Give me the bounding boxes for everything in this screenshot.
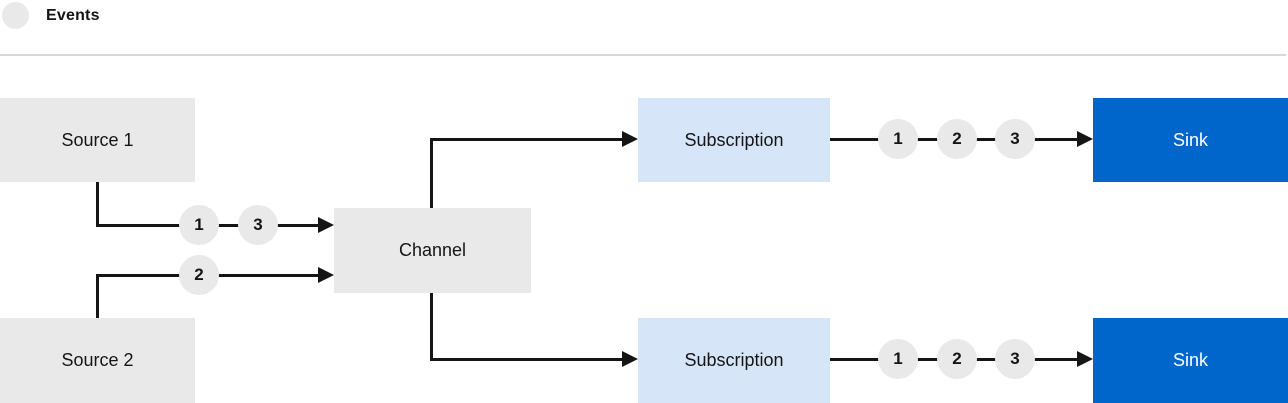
event-circle: 1	[179, 205, 219, 245]
arrowhead-source1-channel	[318, 217, 334, 233]
event-circle: 2	[937, 119, 977, 159]
connector-channel-subscription-bottom-hline	[430, 358, 622, 361]
node-sink-top: Sink	[1093, 98, 1288, 182]
arrowhead-channel-subscription-bottom	[622, 351, 638, 367]
node-source-2: Source 2	[0, 318, 195, 403]
node-channel: Channel	[334, 208, 531, 293]
event-legend-icon	[2, 2, 29, 29]
event-circle: 3	[238, 205, 278, 245]
node-sink-bottom: Sink	[1093, 318, 1288, 403]
event-circle: 1	[878, 119, 918, 159]
arrowhead-channel-subscription-top	[622, 131, 638, 147]
connector-channel-down-vline	[430, 293, 433, 360]
connector-channel-up-vline	[430, 138, 433, 208]
arrowhead-source2-channel	[318, 267, 334, 283]
event-circle: 2	[179, 255, 219, 295]
event-circle: 3	[995, 339, 1035, 379]
legend-label: Events	[46, 6, 100, 24]
node-subscription-bottom: Subscription	[638, 318, 830, 403]
legend: Events	[2, 2, 100, 29]
node-subscription-top: Subscription	[638, 98, 830, 182]
node-source-1: Source 1	[0, 98, 195, 182]
event-circle: 1	[878, 339, 918, 379]
connector-source1-vline	[96, 182, 99, 227]
arrowhead-subscription-top-sink	[1077, 131, 1093, 147]
arrowhead-subscription-bottom-sink	[1077, 351, 1093, 367]
legend-separator	[0, 54, 1286, 56]
connector-channel-subscription-top-hline	[430, 138, 622, 141]
event-circle: 2	[937, 339, 977, 379]
event-circle: 3	[995, 119, 1035, 159]
connector-source2-vline	[96, 274, 99, 318]
